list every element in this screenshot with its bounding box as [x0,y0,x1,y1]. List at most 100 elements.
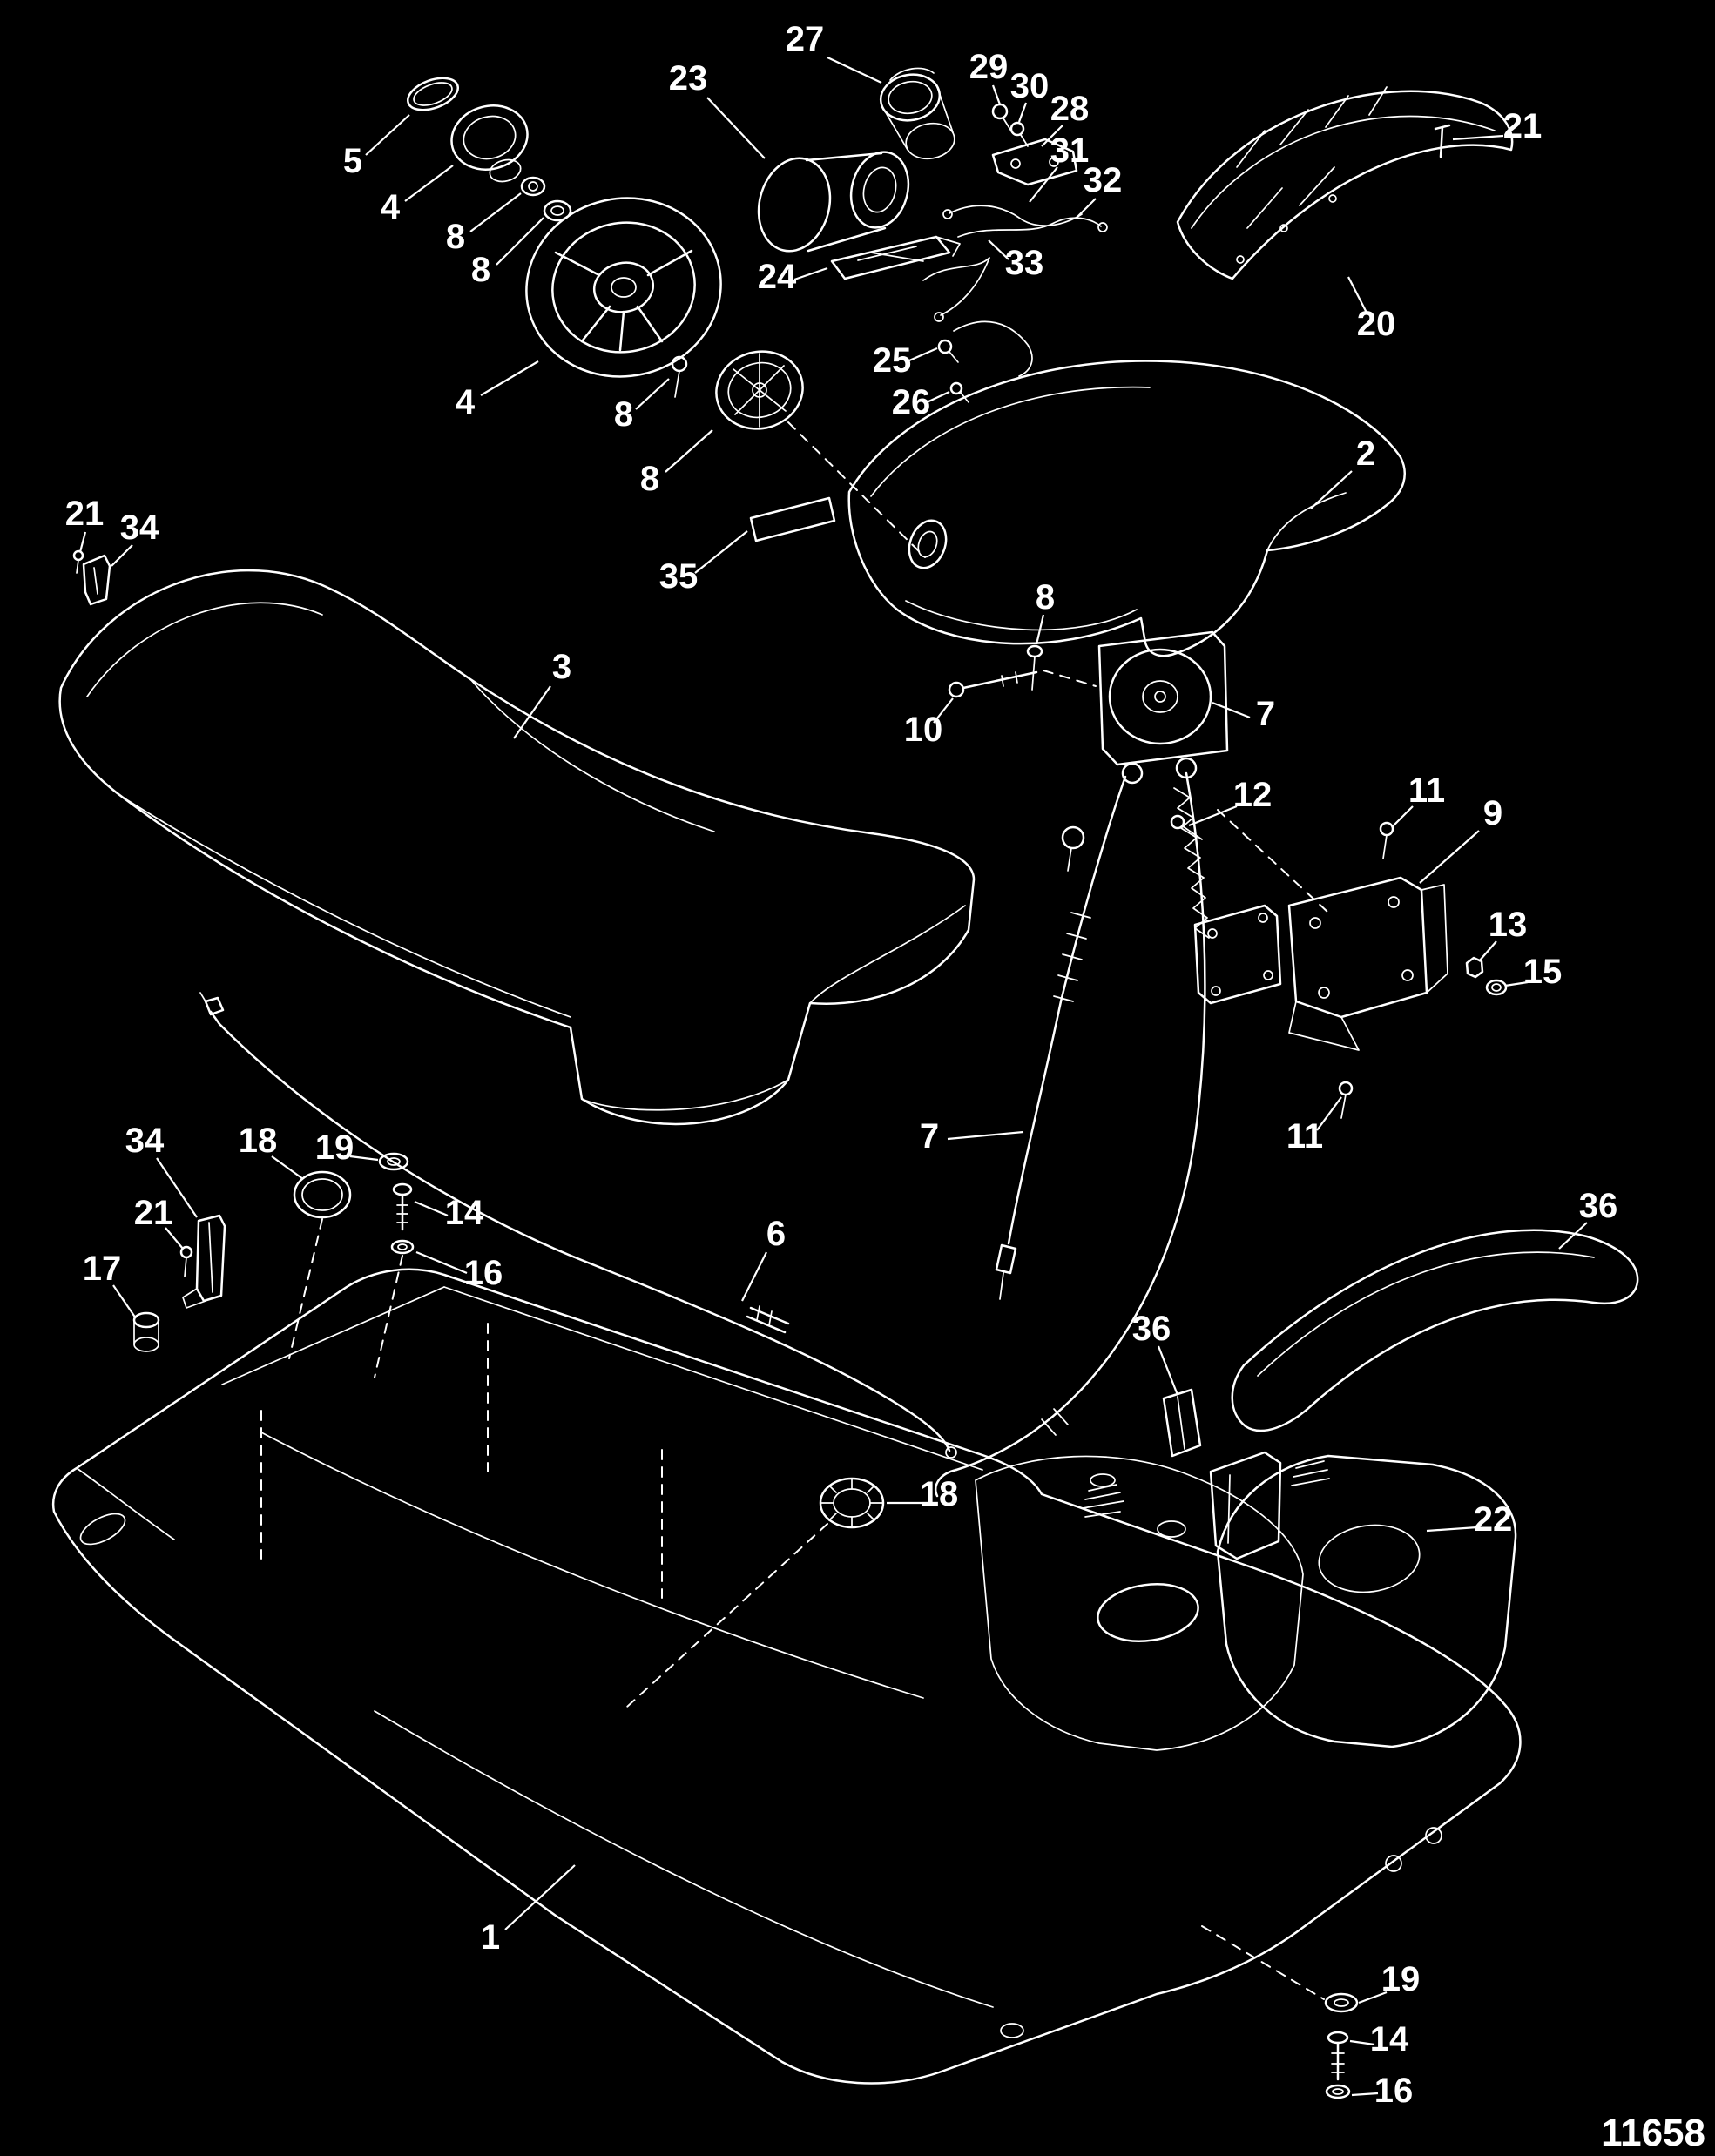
bow-contour [76,1467,175,1540]
hub-bezel-mid [463,115,517,160]
leader-line [908,347,938,362]
boot-rib [1053,1408,1069,1425]
part-callout-8: 8 [1036,578,1055,616]
wheel-spoke [554,251,601,277]
part-callout-27: 27 [786,20,825,58]
seat-rear-contour [809,905,966,1004]
leader-line [1188,805,1238,827]
strip-detail [1177,1396,1185,1450]
washer-hole [387,1157,401,1166]
front-cowl [847,360,1406,657]
figure-number: 11658 [1601,2112,1705,2154]
ball [1061,825,1085,850]
windshield [1176,86,1514,280]
seat-lower-edge [121,796,571,1018]
cap-rib [828,1513,837,1521]
strap-tab [935,236,961,257]
speedo-cap [889,67,935,81]
rear-cowl-opening [1318,1524,1421,1593]
wheel-spoke [580,305,611,343]
bolt-head [948,681,965,698]
part-callout-10: 10 [904,711,943,749]
latch-outline [82,554,111,606]
leader-line [1504,980,1529,987]
cowl-top-contour [870,386,1151,497]
leader-line [415,1250,468,1275]
latch-screw-shaft [76,559,79,574]
nut [1465,956,1484,979]
wire [957,217,1102,238]
scoop-detail [1227,1474,1231,1544]
cowl-lower-contour [905,600,1138,631]
boot-rib [1066,933,1087,940]
cowl-column-hole [917,530,938,558]
bow-vent [79,1513,126,1546]
windshield-hatch [1368,86,1388,116]
horn-cap-inner [727,361,792,419]
part-callout-21: 21 [65,495,105,533]
bolt-dashed-axis [1043,670,1097,687]
wire-terminal [942,209,953,219]
drain-hole [1000,2023,1024,2038]
leader-line [271,1155,304,1180]
leader-line [112,1284,137,1319]
part-callout-7: 7 [920,1117,939,1155]
screw-head [1009,121,1025,137]
wire-terminal [934,312,944,322]
leader-line [404,165,454,202]
screw-shaft [1382,834,1388,859]
pulley-axle [1154,691,1166,703]
part-callout-13: 13 [1489,906,1528,944]
cable-run [1007,775,1127,1245]
cable-ball-end [1061,825,1085,872]
rear-deck-pod [975,1455,1304,1751]
part-callout-4: 4 [456,383,476,421]
leader-line [991,84,1002,105]
leader-line [1035,614,1045,645]
windshield-outline [1176,90,1514,280]
part-callout-22: 22 [1474,1500,1513,1539]
part-callout-29: 29 [969,48,1009,86]
leader-line [827,57,882,84]
fuel-cap [1157,1520,1186,1538]
leader-line [665,429,713,473]
leader-line [926,391,950,403]
part-callout-30: 30 [1010,67,1050,105]
cap-rib [867,1485,875,1493]
nut-hole [528,181,538,192]
leader-line [365,114,410,156]
leader-line [1558,1222,1588,1250]
speedo-face [879,73,942,122]
cable-end-tail [999,1272,1004,1300]
screw-head [1327,2031,1349,2045]
part-callout-36: 36 [1132,1310,1171,1348]
leader-line [1041,125,1063,147]
part-callout-16: 16 [464,1254,503,1292]
bellows-rib [1295,1460,1325,1469]
hull-outline [51,1268,1522,2085]
steering-wheel [525,197,722,378]
part-callout-14: 14 [1370,2020,1409,2058]
steering-pulley [1097,630,1229,785]
leader-line [1076,198,1097,219]
boot-rib [1041,1418,1057,1436]
mount-strap [830,235,961,280]
leader-line [793,266,828,281]
part-callout-18: 18 [239,1122,278,1160]
housing-face [757,157,832,253]
leader-line [741,1251,767,1302]
wire-terminal [1097,222,1108,232]
part-callout-34: 34 [120,509,159,547]
gasket-hole [1207,928,1218,939]
washer [1485,979,1508,996]
leader-line [1426,1526,1478,1533]
deck-cap-left [288,1152,415,1378]
assembly-dashed [1201,1925,1325,2000]
part-callout-2: 2 [1356,435,1375,473]
hull-fitting [132,1311,160,1352]
windshield-hole [1328,194,1337,203]
part-callout-12: 12 [1233,776,1273,814]
wheel-spoke [618,310,625,352]
washer-hole [1491,983,1502,992]
